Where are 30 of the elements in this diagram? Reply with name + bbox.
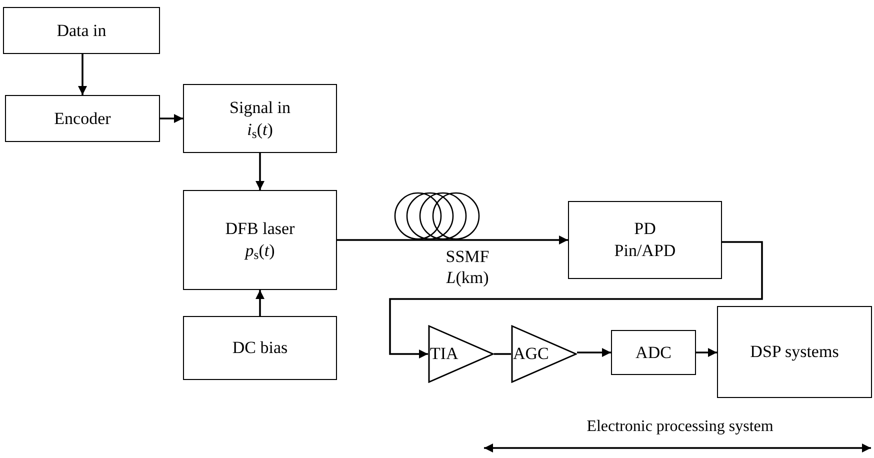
node-label: DC bias: [232, 337, 288, 359]
process-box: [183, 316, 337, 380]
node-label: TIA: [430, 343, 458, 365]
arrow: [160, 114, 183, 123]
node-label: p$_{s}$(t): [245, 240, 275, 262]
arrow: [577, 348, 611, 357]
node-label: PD: [634, 218, 656, 240]
node-label: i$_{s}$(t): [247, 118, 273, 140]
arrow: [256, 153, 264, 190]
process-box: [568, 201, 722, 279]
node-label: AGC: [513, 343, 549, 365]
dimension-label: Electronic processing system: [586, 417, 774, 437]
node-label: Data in: [56, 20, 106, 42]
arrow: [256, 290, 264, 316]
node-label: DSP systems: [750, 341, 839, 363]
process-box: [3, 7, 160, 54]
arrow: [696, 348, 717, 357]
node-label: Encoder: [54, 108, 111, 130]
process-box: [183, 190, 337, 290]
process-box: [717, 306, 872, 398]
node-label: Signal in: [230, 96, 290, 118]
process-box: [183, 84, 337, 153]
process-box: [5, 95, 160, 142]
arrow: [389, 241, 763, 358]
node-label: Pin/APD: [614, 240, 676, 262]
node-label: DFB laser: [225, 218, 295, 240]
node-label: ADC: [636, 342, 672, 364]
arrow: [78, 54, 87, 95]
process-box: [611, 330, 696, 375]
arrow: [337, 236, 568, 244]
